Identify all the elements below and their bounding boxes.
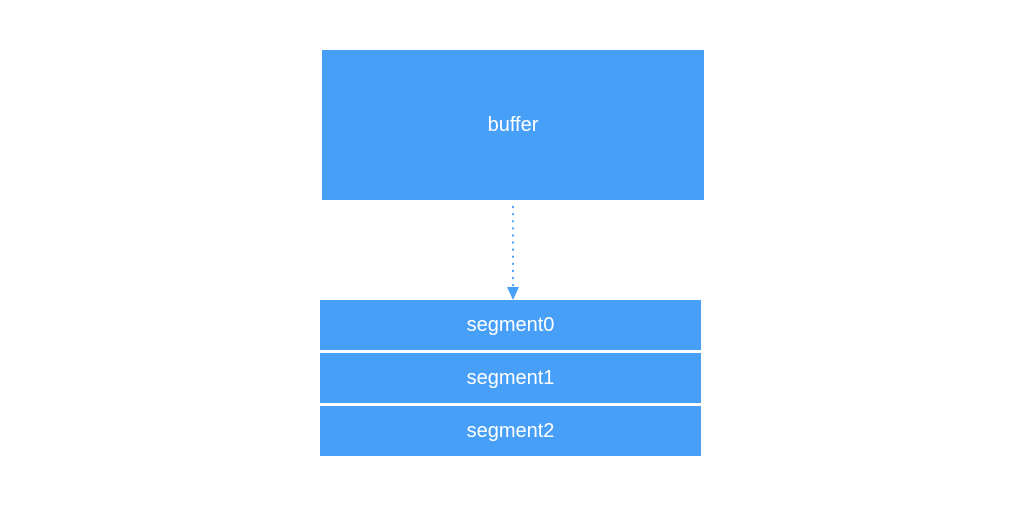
arrow-head-icon <box>507 287 519 300</box>
dotted-arrow <box>507 205 519 300</box>
segment-box-1: segment1 <box>320 353 701 403</box>
segment-box-2: segment2 <box>320 406 701 456</box>
segment-label-2: segment2 <box>466 419 555 442</box>
segment-label-1: segment1 <box>466 366 555 389</box>
segment-label-0: segment0 <box>466 313 555 336</box>
buffer-label: buffer <box>487 113 539 136</box>
buffer-box: buffer <box>322 50 704 200</box>
segment-box-0: segment0 <box>320 300 701 350</box>
